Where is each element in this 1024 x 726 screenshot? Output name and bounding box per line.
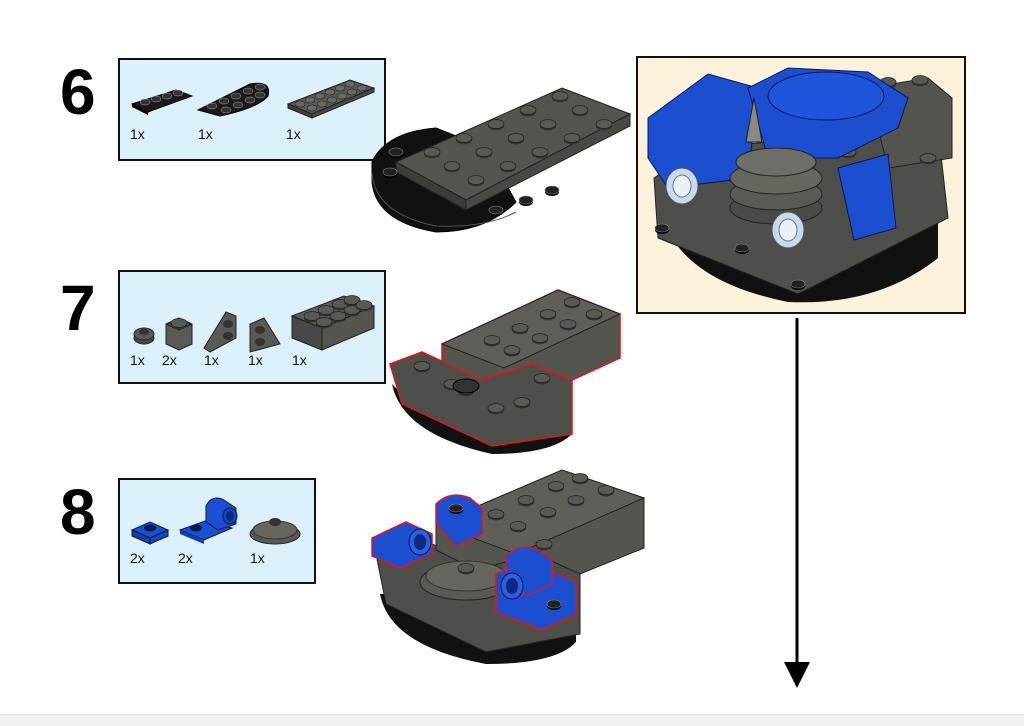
down-arrow bbox=[784, 318, 810, 688]
step-number: 7 bbox=[60, 272, 96, 344]
part-quantity: 1x bbox=[248, 352, 263, 368]
part-quantity: 1x bbox=[198, 126, 213, 142]
assembly-preview-callout bbox=[636, 56, 966, 314]
step-8-model bbox=[371, 469, 646, 664]
step-number: 6 bbox=[60, 56, 96, 128]
gray-dish-2x2 bbox=[249, 518, 301, 545]
gray-brick-2x4 bbox=[290, 295, 376, 351]
part-quantity: 1x bbox=[130, 352, 145, 368]
step-7-model bbox=[389, 289, 622, 454]
blue-plate-with-pin-hole bbox=[178, 497, 238, 544]
black-plate-1x4 bbox=[130, 89, 194, 115]
part-quantity: 1x bbox=[292, 352, 307, 368]
assembled-model-preview bbox=[647, 67, 953, 303]
gray-wedge-plate bbox=[203, 311, 237, 353]
black-half-round-plate bbox=[196, 82, 270, 117]
parts-list-step-8: 2x 2x 1x bbox=[118, 478, 316, 584]
gray-round-plate-1x1 bbox=[133, 327, 155, 345]
part-quantity: 2x bbox=[130, 550, 145, 566]
parts-list-step-6: 1x 1x 1x bbox=[118, 58, 386, 161]
blue-plate-1x1 bbox=[130, 521, 170, 545]
step-6-model bbox=[371, 87, 632, 233]
part-quantity: 1x bbox=[250, 550, 265, 566]
part-quantity: 1x bbox=[286, 126, 301, 142]
page-footer-strip bbox=[0, 714, 1024, 726]
part-quantity: 2x bbox=[178, 550, 193, 566]
part-quantity: 2x bbox=[162, 352, 177, 368]
gray-plate-2x6 bbox=[286, 79, 376, 119]
step-number: 8 bbox=[60, 476, 96, 548]
parts-list-step-7: 1x 2x 1x 1x 1x bbox=[118, 270, 386, 384]
gray-brick-1x1 bbox=[165, 317, 193, 351]
gray-wedge-slope bbox=[249, 317, 281, 353]
part-quantity: 1x bbox=[204, 352, 219, 368]
part-quantity: 1x bbox=[130, 126, 145, 142]
